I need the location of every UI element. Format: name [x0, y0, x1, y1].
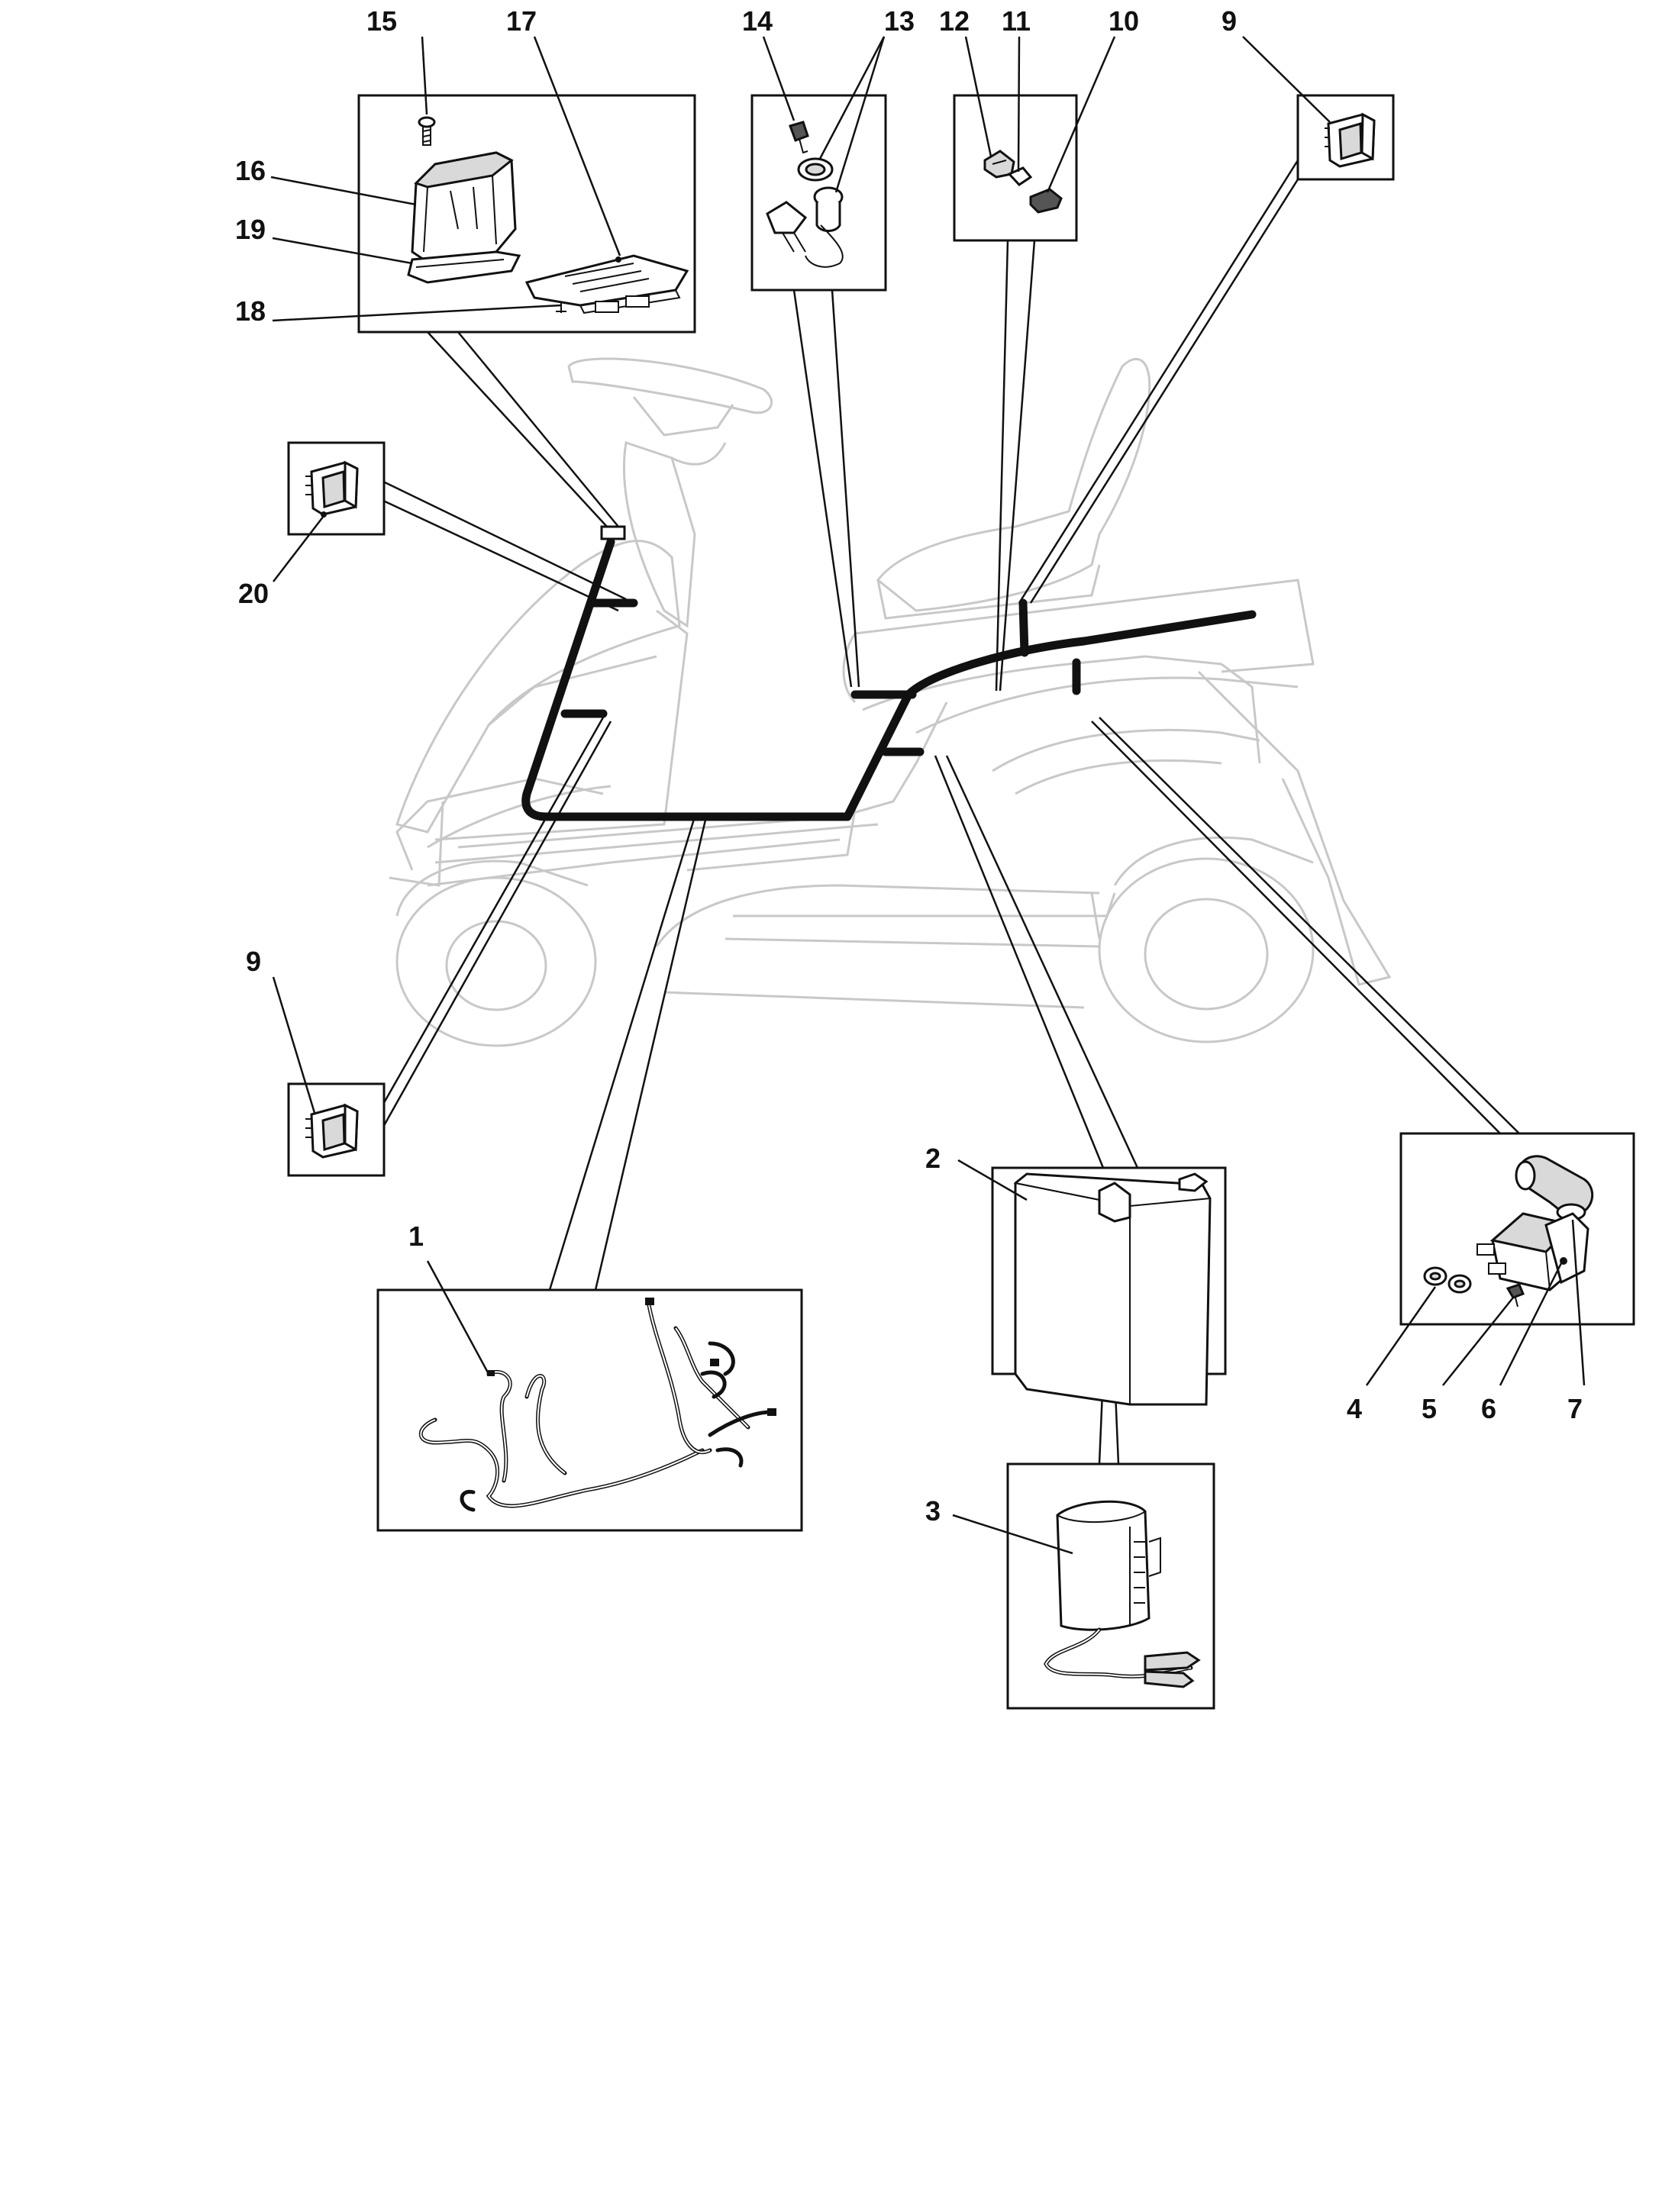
callout-19: 19	[235, 214, 266, 245]
ignition-switch-13	[805, 186, 844, 268]
callout-17: 17	[506, 5, 537, 37]
callout-2: 2	[925, 1143, 941, 1174]
wiring-harness-route	[521, 525, 1257, 821]
inset-wiring-harness	[376, 1260, 803, 1532]
inset-charger	[952, 1462, 1215, 1710]
inset-solenoid	[1365, 1132, 1635, 1386]
nut-4	[1423, 1266, 1472, 1294]
callout-11: 11	[1002, 5, 1031, 37]
callout-16: 16	[235, 155, 266, 186]
callout-10: 10	[1109, 5, 1139, 37]
terminal-boot-7	[1515, 1155, 1594, 1221]
tractor-outline	[389, 357, 1392, 1047]
gasket-19	[407, 250, 521, 284]
wiring-harness-1-part	[418, 1298, 776, 1512]
callout-12: 12	[939, 5, 970, 37]
callout-20: 20	[238, 578, 269, 609]
inset-control-box	[270, 36, 696, 334]
callout-15: 15	[366, 5, 397, 37]
solenoid-6-part	[1476, 1212, 1589, 1291]
callout-13: 13	[884, 5, 915, 37]
callout-1: 1	[408, 1220, 424, 1252]
key-14-part	[789, 121, 809, 154]
battery-2-part	[1013, 1172, 1212, 1406]
callout-4: 4	[1347, 1393, 1362, 1424]
inset-key-switch	[750, 36, 887, 292]
callout-9-left: 9	[246, 946, 261, 977]
inset-battery	[957, 1159, 1227, 1406]
callout-3: 3	[925, 1495, 941, 1527]
leader-lines	[380, 160, 1520, 1465]
callout-14: 14	[742, 5, 773, 37]
circuit-board-17	[524, 254, 689, 314]
battery-charger-3-part	[1044, 1500, 1201, 1688]
callout-7: 7	[1567, 1393, 1583, 1424]
screw-18	[556, 301, 566, 313]
screw-5	[1505, 1283, 1525, 1299]
callout-5: 5	[1422, 1393, 1437, 1424]
callout-18: 18	[235, 295, 266, 327]
inset-switch-9-left	[272, 976, 386, 1177]
inset-switch-9-top	[1242, 36, 1395, 181]
control-box-cover-16	[411, 151, 517, 261]
inset-connectors	[953, 36, 1116, 242]
inset-switch-20	[273, 441, 386, 582]
screw-15-part	[418, 116, 436, 146]
callout-6: 6	[1481, 1393, 1496, 1424]
callout-labels: 15 17 14 13 12 11 10 9 16 19 18 20 9 2 1…	[235, 5, 1583, 1527]
callout-9-top: 9	[1221, 5, 1237, 37]
